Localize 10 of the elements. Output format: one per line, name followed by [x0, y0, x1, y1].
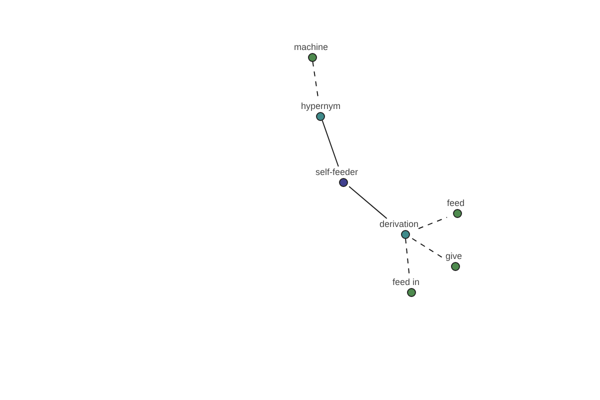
node-label: self-feeder — [316, 166, 358, 178]
node-label: hypernym — [301, 100, 341, 112]
connector-line — [322, 120, 339, 167]
node-label: machine — [294, 42, 328, 52]
node-label: feed — [447, 198, 465, 208]
node-label: derivation — [380, 218, 419, 230]
node-label: feed in — [392, 276, 420, 288]
connector-line — [348, 186, 388, 219]
dashed-line — [418, 216, 448, 230]
node-label: give — [446, 250, 462, 262]
